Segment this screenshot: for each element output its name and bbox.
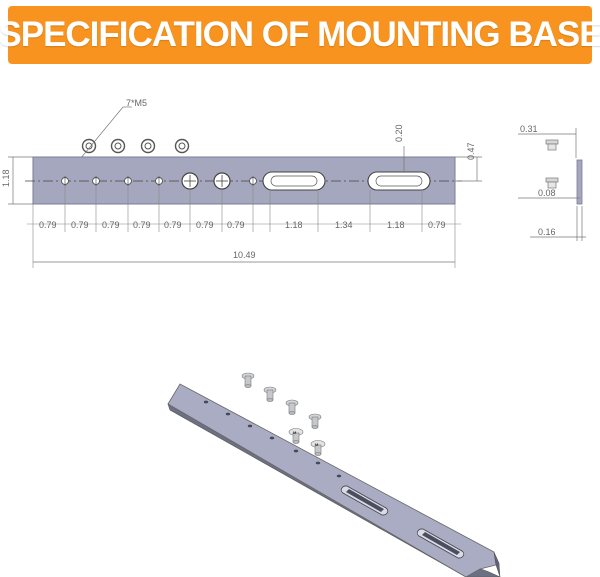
spacing-label: 0.79 [196,220,214,230]
isometric-screws [241,372,326,456]
screw-side-icon [545,177,559,189]
screw-icon [263,386,277,402]
screw-icon [308,413,322,429]
isometric-view: M M [167,372,501,577]
washer-icon [174,138,190,154]
isometric-holes [203,400,342,478]
spacing-labels: 0.79 0.79 0.79 0.79 0.79 0.79 0.79 1.18 … [39,220,446,230]
screw-icon [310,440,326,456]
side-view: 0.31 0.08 0.16 [518,124,586,241]
side-mid-label: 0.08 [538,188,556,198]
washer-icon [110,138,126,154]
screw-marking: M [293,430,297,435]
screw-icon [288,428,304,444]
screw-icon [241,372,255,388]
slot-left [262,171,326,191]
right-gap-dimension [455,156,482,182]
spacing-label: 0.79 [102,220,120,230]
height-dimension [8,156,33,205]
spacing-label: 1.18 [387,220,405,230]
washer-icon [140,138,156,154]
washer-icon [81,138,97,154]
screw-side-icon [545,139,559,151]
spacing-label: 1.18 [285,220,303,230]
adjustment-slots [262,171,431,191]
right-gap-label: 0.47 [466,142,476,160]
spacing-label: 1.34 [335,220,353,230]
spacing-label: 0.79 [428,220,446,230]
slot-right [367,171,431,191]
spacing-label: 0.79 [71,220,89,230]
screw-marking: M [315,442,319,447]
height-label: 1.18 [1,169,11,187]
top-gap-label: 0.20 [394,124,404,142]
washer-row [81,138,190,154]
total-length-label: 10.49 [233,250,256,260]
spacing-label: 0.79 [164,220,182,230]
isometric-slots [340,485,465,559]
header-title: SPECIFICATION OF MOUNTING BASE [0,15,600,54]
screw-icon [285,399,299,415]
spacing-extension-lines [27,186,461,268]
screw-callout-label: 7*M5 [126,98,147,108]
spacing-label: 0.79 [227,220,245,230]
plate-profile [576,159,583,205]
hole-crosshairs [64,176,254,186]
spacing-label: 0.79 [133,220,151,230]
spacing-label: 0.79 [39,220,57,230]
side-top-label: 0.31 [520,124,538,134]
side-bottom-label: 0.16 [538,227,556,237]
header-banner: SPECIFICATION OF MOUNTING BASE [0,6,600,64]
